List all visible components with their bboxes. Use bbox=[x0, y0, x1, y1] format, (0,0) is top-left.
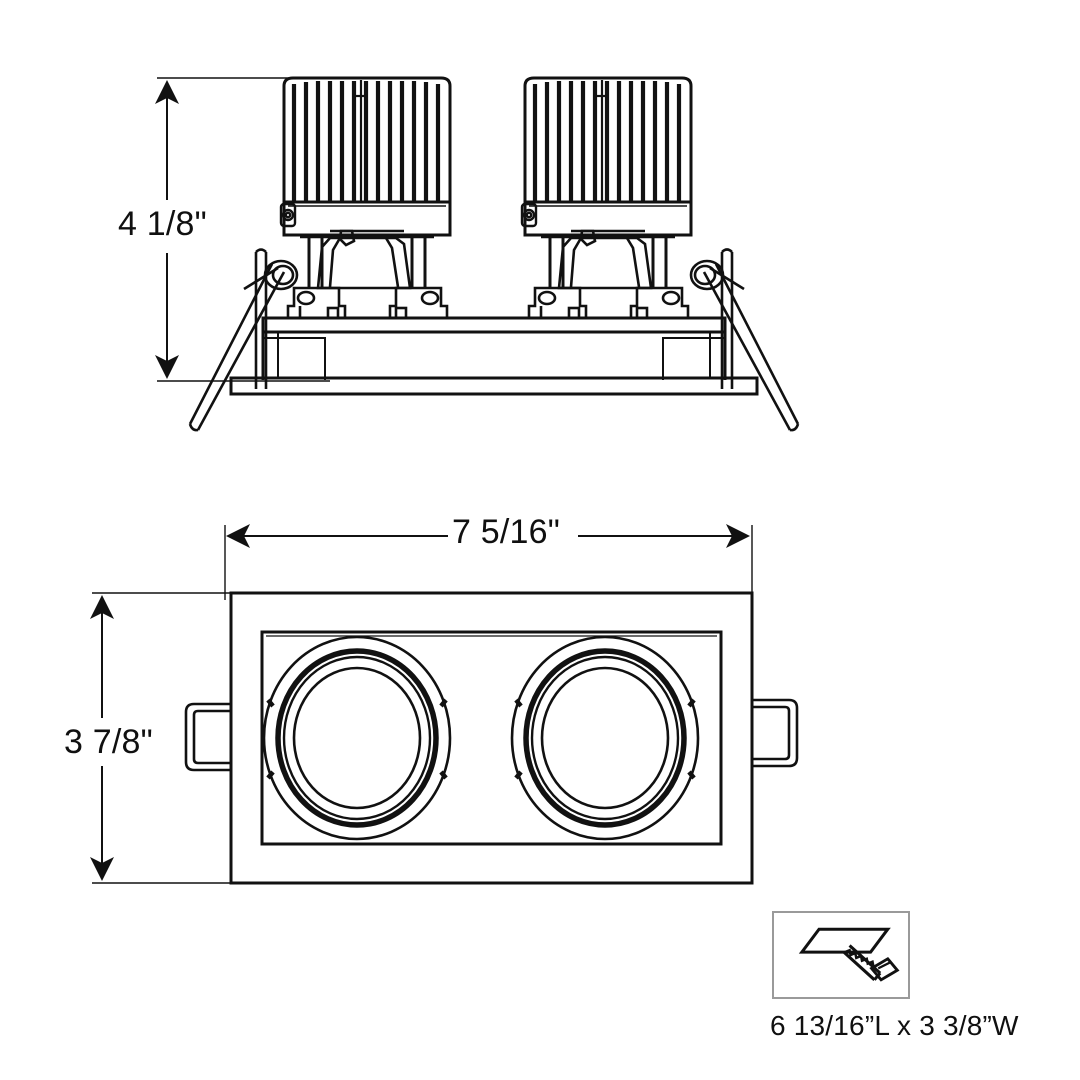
led-head-right bbox=[520, 76, 693, 320]
heatsink-fins-left bbox=[291, 81, 441, 201]
dimension-label-width: 7 5/16" bbox=[452, 513, 560, 551]
pivot-base-left-a bbox=[286, 286, 347, 320]
pivot-base-right-a bbox=[527, 286, 588, 320]
pivot-base-left-b bbox=[388, 286, 449, 320]
spring-clip-left bbox=[188, 248, 299, 432]
optic-cone-right bbox=[557, 229, 653, 290]
dimension-label-height: 4 1/8" bbox=[118, 205, 207, 243]
cutout-icon-box bbox=[772, 911, 910, 999]
heatsink-fins-right bbox=[532, 81, 682, 201]
view-side-elevation bbox=[188, 76, 800, 432]
gimbal-yoke-right bbox=[548, 235, 668, 288]
dimension-depth bbox=[90, 592, 230, 884]
aperture-left bbox=[262, 635, 452, 841]
cutout-dimension-label: 6 13/16”L x 3 3/8”W bbox=[770, 1010, 1019, 1041]
dimension-label-depth: 3 7/8" bbox=[64, 723, 153, 761]
led-head-left bbox=[279, 76, 452, 320]
side-tab-left bbox=[184, 702, 231, 772]
optic-cone-left bbox=[316, 229, 412, 290]
trim-plate-outline bbox=[229, 591, 754, 885]
side-tab-right bbox=[752, 698, 799, 768]
saw-cutout-icon bbox=[798, 927, 900, 982]
pivot-knuckle-right bbox=[520, 202, 538, 228]
inner-frame-outline bbox=[260, 630, 723, 846]
aperture-right bbox=[510, 635, 700, 841]
housing-box bbox=[229, 316, 759, 396]
pivot-base-right-b bbox=[629, 286, 690, 320]
pivot-knuckle-left bbox=[279, 202, 297, 228]
spring-clip-right bbox=[689, 248, 800, 432]
dimension-width bbox=[224, 524, 753, 600]
gimbal-yoke-left bbox=[307, 235, 427, 288]
view-plan bbox=[184, 591, 799, 885]
